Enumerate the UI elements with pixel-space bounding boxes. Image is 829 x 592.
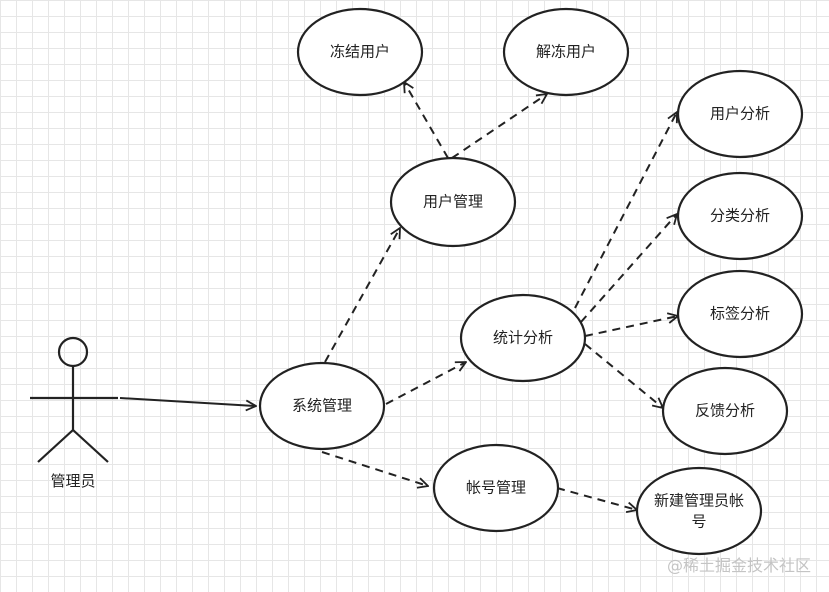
use-case-label: 冻结用户 <box>330 43 390 61</box>
use-case-label-line1: 新建管理员帐 <box>654 492 744 510</box>
use-case-freeze-user: 冻结用户 <box>296 7 424 97</box>
use-case-statistics-analysis: 统计分析 <box>459 293 587 383</box>
use-case-user-management: 用户管理 <box>389 156 517 248</box>
use-case-unfreeze-user: 解冻用户 <box>502 7 630 97</box>
dependency-usermgmt-unfreeze <box>451 94 547 159</box>
dependency-system-statistics <box>385 362 466 405</box>
use-case-user-analysis: 用户分析 <box>676 69 804 159</box>
use-case-label: 分类分析 <box>710 207 770 225</box>
dependency-stats-tag <box>584 316 678 337</box>
use-case-category-analysis: 分类分析 <box>676 171 804 261</box>
dependency-stats-category <box>580 214 677 323</box>
use-case-label: 解冻用户 <box>536 43 596 61</box>
use-case-label: 反馈分析 <box>695 402 755 420</box>
use-case-feedback-analysis: 反馈分析 <box>661 366 789 456</box>
dependency-stats-user-analysis <box>574 112 677 309</box>
use-case-label: 系统管理 <box>292 397 352 415</box>
use-case-label: 帐号管理 <box>466 479 526 497</box>
use-case-label: 用户分析 <box>710 105 770 123</box>
use-case-account-management: 帐号管理 <box>432 443 560 533</box>
actor-admin: 管理员 <box>30 336 118 490</box>
association-actor-system <box>119 397 256 406</box>
use-case-label: 用户管理 <box>423 193 483 211</box>
use-case-label-line2: 号 <box>691 513 706 531</box>
dependency-system-user-mgmt <box>324 228 400 363</box>
use-case-tag-analysis: 标签分析 <box>676 269 804 359</box>
use-case-system-management: 系统管理 <box>258 361 386 451</box>
dependency-usermgmt-freeze <box>404 82 449 159</box>
dependency-stats-feedback <box>584 343 663 408</box>
actor-label: 管理员 <box>50 472 95 490</box>
use-case-label: 标签分析 <box>710 305 770 323</box>
use-case-label: 统计分析 <box>493 329 553 347</box>
use-case-new-admin-account: 新建管理员帐 号 <box>635 466 763 556</box>
connections <box>119 82 678 510</box>
watermark: @稀土掘金技术社区 <box>666 556 811 575</box>
dependency-account-new-admin <box>556 487 637 510</box>
dependency-system-account <box>321 451 428 486</box>
